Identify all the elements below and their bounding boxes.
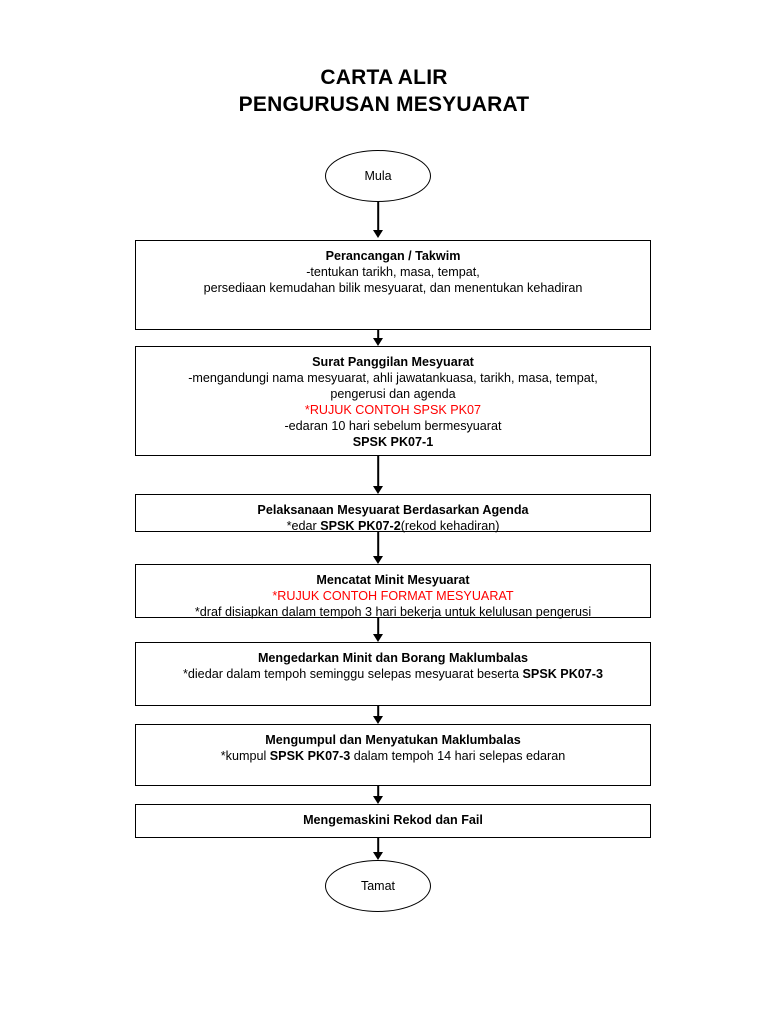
arrow-stem: [377, 202, 379, 230]
process-line-suffix: dalam tempoh 14 hari selepas edaran: [350, 749, 566, 763]
process-line: -tentukan tarikh, masa, tempat,: [306, 265, 480, 279]
process-line-suffix: (rekod kehadiran): [400, 519, 500, 533]
connector-arrow-step2-to-step3: [371, 456, 385, 494]
process-heading: Mencatat Minit Mesyuarat: [316, 573, 470, 587]
arrow-stem: [377, 706, 379, 716]
arrow-head-icon: [373, 486, 383, 494]
connector-arrow-step1-to-step2: [371, 330, 385, 346]
end-terminator-label: Tamat: [360, 879, 396, 893]
process-line-prefix: *kumpul: [220, 749, 270, 763]
process-box-mengedarkan-minit: Mengedarkan Minit dan Borang Maklumbalas…: [135, 642, 651, 706]
arrow-head-icon: [373, 634, 383, 642]
process-heading: Mengedarkan Minit dan Borang Maklumbalas: [257, 651, 529, 665]
arrow-head-icon: [373, 230, 383, 238]
process-heading: Mengumpul dan Menyatukan Maklumbalas: [265, 733, 521, 747]
process-line: *draf disiapkan dalam tempoh 3 hari beke…: [194, 605, 592, 619]
connector-arrow-step7-to-end: [371, 838, 385, 860]
arrow-stem: [377, 330, 379, 338]
start-terminator-label: Mula: [364, 169, 392, 183]
page-title: CARTA ALIR PENGURUSAN MESYUARAT: [0, 64, 768, 118]
process-heading: Pelaksanaan Mesyuarat Berdasarkan Agenda: [257, 503, 529, 517]
title-line-1: CARTA ALIR: [320, 66, 448, 89]
process-line-prefix: *edar: [286, 519, 321, 533]
arrow-stem: [377, 456, 379, 486]
process-line: -edaran 10 hari sebelum bermesyuarat: [284, 419, 502, 433]
connector-arrow-start-to-step1: [371, 202, 385, 238]
process-heading: Surat Panggilan Mesyuarat: [312, 355, 474, 369]
process-box-perancangan-takwim: Perancangan / Takwim -tentukan tarikh, m…: [135, 240, 651, 330]
process-form-code: SPSK PK07-2: [320, 519, 401, 533]
process-form-code: SPSK PK07-1: [352, 435, 434, 449]
arrow-stem: [377, 618, 379, 634]
process-box-mengemaskini-rekod: Mengemaskini Rekod dan Fail: [135, 804, 651, 838]
process-heading: Mengemaskini Rekod dan Fail: [303, 813, 483, 827]
process-line: persediaan kemudahan bilik mesyuarat, da…: [203, 281, 583, 295]
connector-arrow-step4-to-step5: [371, 618, 385, 642]
arrow-stem: [377, 786, 379, 796]
arrow-head-icon: [373, 556, 383, 564]
arrow-head-icon: [373, 796, 383, 804]
arrow-head-icon: [373, 852, 383, 860]
process-highlight-line: *RUJUK CONTOH FORMAT MESYUARAT: [272, 589, 514, 603]
arrow-head-icon: [373, 338, 383, 346]
process-box-pelaksanaan-mesyuarat: Pelaksanaan Mesyuarat Berdasarkan Agenda…: [135, 494, 651, 534]
process-line: *kumpul SPSK PK07-3 dalam tempoh 14 hari…: [136, 748, 650, 764]
process-box-mengumpul-maklumbalas: Mengumpul dan Menyatukan Maklumbalas *ku…: [135, 724, 651, 786]
arrow-head-icon: [373, 716, 383, 724]
connector-arrow-step3-to-step4: [371, 532, 385, 564]
connector-arrow-step6-to-step7: [371, 786, 385, 804]
connector-arrow-step5-to-step6: [371, 706, 385, 724]
process-line: -mengandungi nama mesyuarat, ahli jawata…: [188, 371, 598, 385]
process-form-code: SPSK PK07-3: [522, 667, 604, 681]
process-highlight-line: *RUJUK CONTOH SPSK PK07: [304, 403, 482, 417]
end-terminator: Tamat: [325, 860, 431, 912]
process-line: pengerusi dan agenda: [330, 387, 456, 401]
arrow-stem: [377, 838, 379, 852]
title-line-2: PENGURUSAN MESYUARAT: [238, 93, 530, 116]
start-terminator: Mula: [325, 150, 431, 202]
process-form-code: SPSK PK07-3: [269, 749, 351, 763]
process-line: *diedar dalam tempoh seminggu selepas me…: [136, 666, 650, 682]
process-line: *edar SPSK PK07-2(rekod kehadiran): [136, 518, 650, 534]
arrow-stem: [377, 532, 379, 556]
process-box-surat-panggilan-mesyuarat: Surat Panggilan Mesyuarat -mengandungi n…: [135, 346, 651, 456]
process-line-prefix: *diedar dalam tempoh seminggu selepas me…: [182, 667, 523, 681]
process-box-mencatat-minit-mesyuarat: Mencatat Minit Mesyuarat *RUJUK CONTOH F…: [135, 564, 651, 619]
process-heading: Perancangan / Takwim: [325, 249, 461, 263]
